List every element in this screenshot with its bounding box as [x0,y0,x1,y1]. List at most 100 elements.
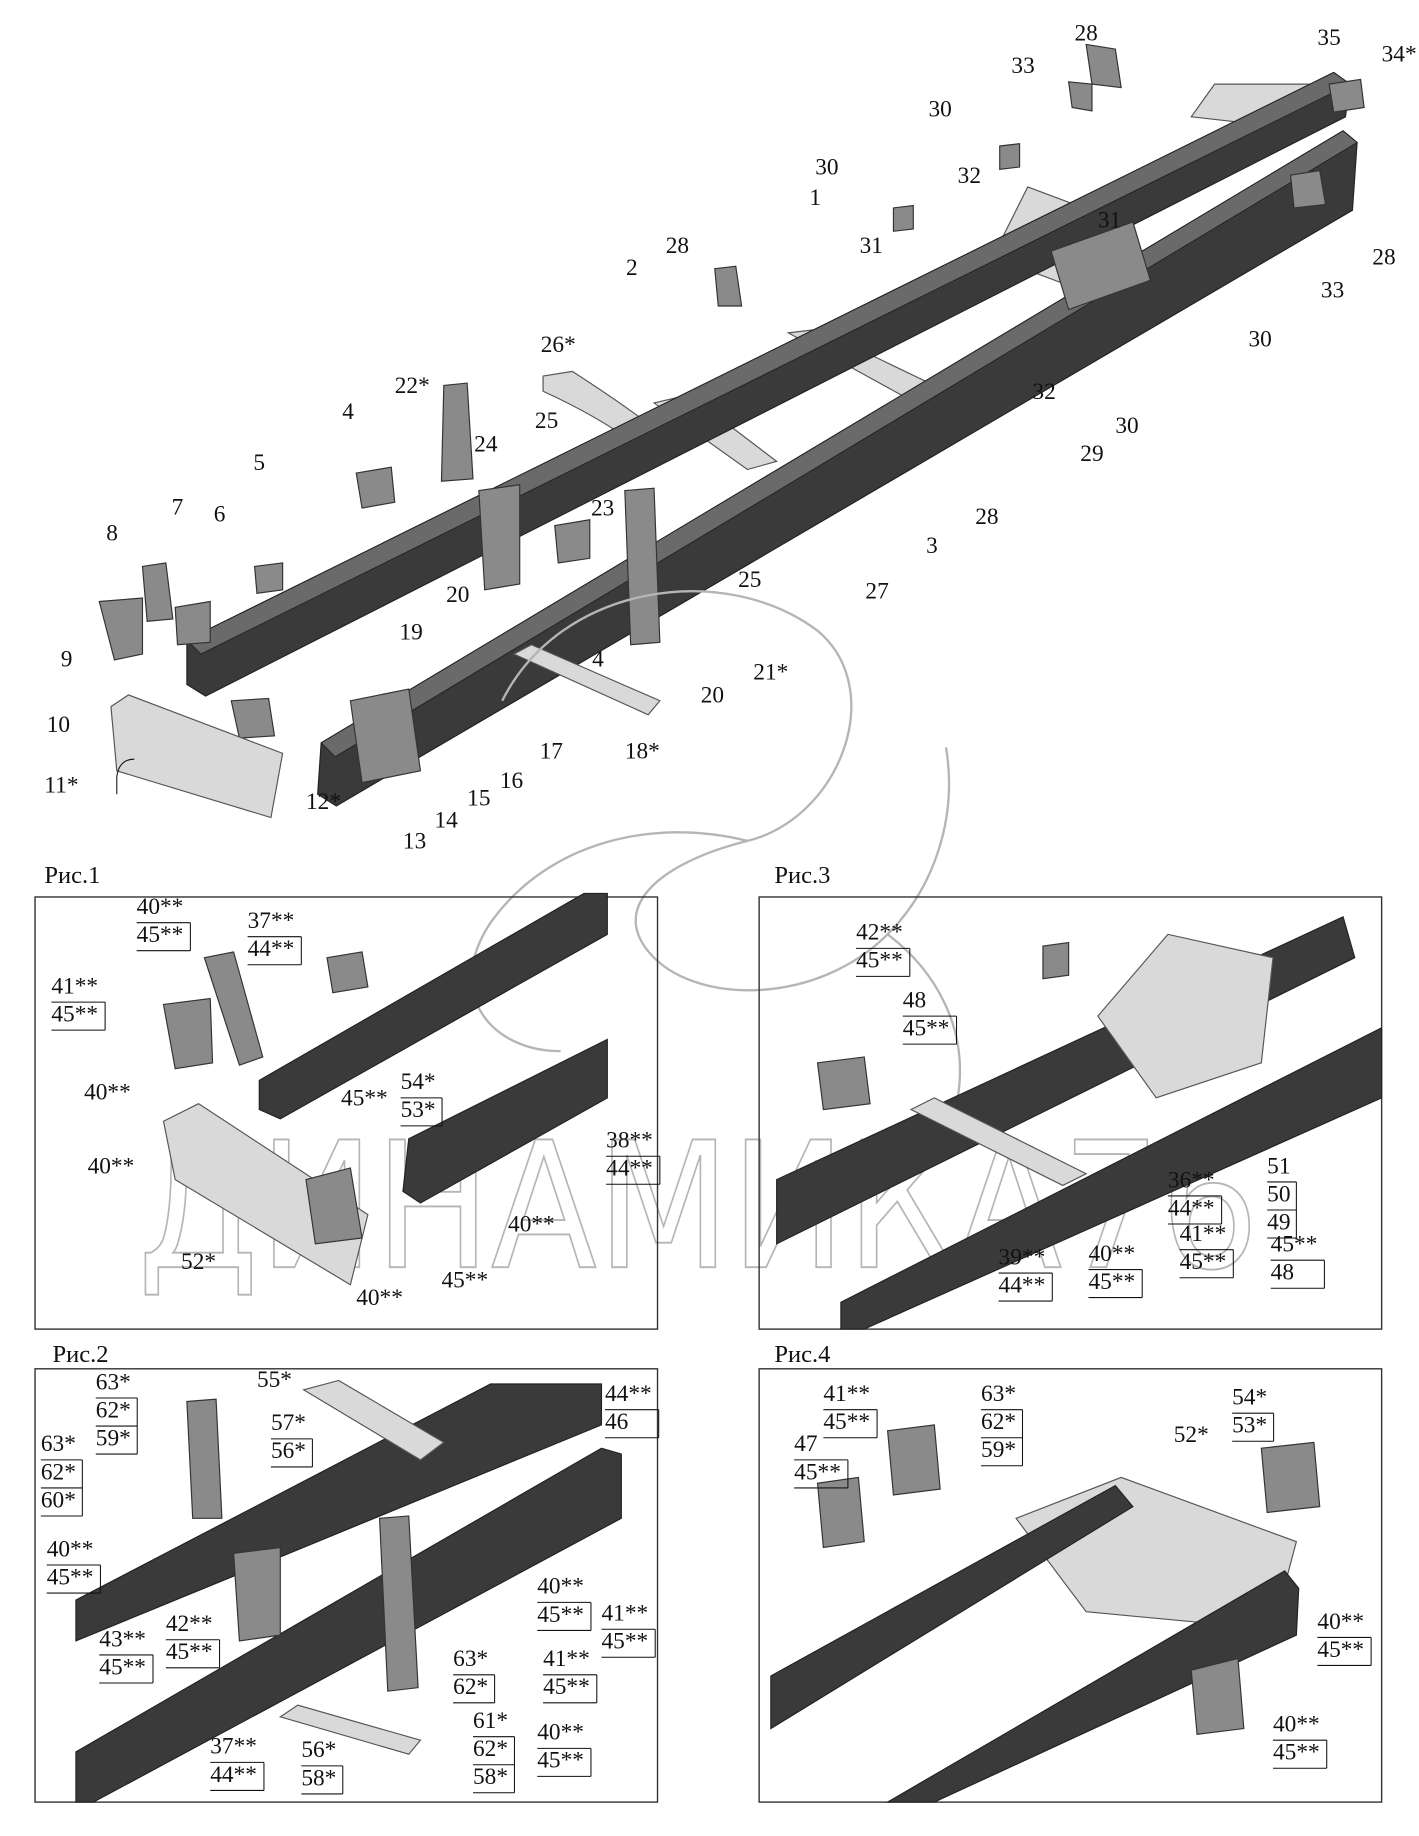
callout-stack: 45**48 [1271,1232,1325,1289]
callout-label: 40** [537,1574,584,1600]
bracket-33 [1067,81,1093,112]
figure-4-caption: Рис.4 [774,1341,830,1368]
callout-label: 31 [860,233,883,259]
bracket-5 [253,562,284,594]
callout-label: 25 [738,567,761,593]
callout-stack: 63*62*59* [96,1369,138,1455]
fig4-bracket-b [816,1476,865,1549]
callout-label: 40** [137,894,184,920]
callout-label: 41** [601,1601,648,1627]
callout-label: 40** [508,1212,555,1238]
callout-label: 57* [271,1410,306,1436]
callout-stack: 41**45** [1180,1221,1234,1279]
callout-label: 6 [214,502,226,528]
fig4-bracket-d [1190,1657,1245,1736]
callout-stack: 52* [181,1249,216,1275]
callout-stack: 45** [441,1268,488,1294]
figure-2-caption: Рис.2 [53,1341,109,1368]
callout-label: 60* [41,1487,76,1513]
callout-label: 43** [99,1626,146,1652]
callout-label: 45** [601,1629,648,1655]
callout-label: 53* [401,1097,436,1123]
callout-label: 58* [301,1765,336,1791]
callout-label: 44** [605,1381,652,1407]
callout-label: 44** [210,1762,257,1788]
callout-stack: 40**45** [1317,1609,1372,1666]
callout-label: 40** [1273,1712,1320,1738]
callout-label: 40** [88,1153,135,1179]
plate-30b [892,204,914,232]
callout-label: 49 [1267,1209,1290,1235]
callout-label: 5 [253,450,265,476]
fig4-bracket-a [886,1424,941,1496]
callout-stack: 63*62*59* [981,1381,1024,1467]
callout-label: 45** [341,1086,388,1112]
figure-1: Рис.1 [34,862,659,1330]
callout-label: 4 [592,646,604,672]
callout-label: 45** [47,1564,94,1590]
bracket-6 [174,600,211,646]
callout-label: 62* [473,1736,508,1762]
fig1-bracket-c [326,951,369,994]
callout-label: 45** [537,1748,584,1774]
callout-label: 51 [1267,1153,1290,1179]
callout-label: 40** [356,1285,403,1311]
bracket-28c [1289,169,1327,209]
callout-label: 53* [1232,1413,1267,1439]
callout-label: 28 [1372,245,1395,271]
left-rail-flange [186,71,1351,655]
callout-stack: 61*62*58* [473,1708,515,1794]
callout-label: 44** [1168,1195,1215,1221]
callout-label: 40** [1088,1241,1135,1267]
callout-stack: 40**45** [136,894,191,952]
callout-label: 45** [1088,1269,1135,1295]
callout-label: 28 [1074,20,1097,46]
callout-label: 54* [401,1069,436,1095]
callout-label: 41** [1180,1221,1227,1247]
callout-label: 48 [1271,1260,1294,1286]
callout-label: 31 [1098,207,1121,233]
callout-label: 21* [753,659,788,685]
callout-label: 10 [47,712,70,738]
callout-label: 45** [1180,1249,1227,1275]
callout-stack: 63*62* [453,1646,496,1704]
figure-3: Рис.3 [758,862,1383,1330]
callout-stack: 54*53* [1232,1385,1275,1442]
callout-label: 63* [453,1646,488,1672]
callout-stack: 41**45** [51,973,106,1031]
figure-3-caption: Рис.3 [774,862,830,889]
callout-label: 30 [928,96,951,122]
callout-label: 41** [823,1381,870,1407]
figure-2: Рис.2 [34,1341,659,1803]
callout-label: 3 [926,533,938,559]
callout-label: 32 [958,163,981,189]
bracket-4 [355,466,396,509]
fig1-bracket-a [162,997,214,1070]
callout-label: 14 [434,808,458,834]
callout-label: 40** [47,1536,94,1562]
callout-stack: 52* [1174,1422,1209,1448]
callout-label: 41** [543,1646,590,1672]
callout-label: 17 [540,739,563,765]
fig2-cross [302,1379,445,1461]
fig1-bracket-d [305,1167,363,1245]
plate-34 [1328,78,1365,113]
callout-stack: 37**44** [247,908,302,966]
callout-label: 32 [1032,379,1055,405]
callout-label: 39** [999,1244,1046,1270]
callout-label: 59* [96,1425,131,1451]
callout-label: 42** [166,1611,213,1637]
callout-stack: 40** [356,1285,403,1311]
callout-label: 40** [537,1720,584,1746]
plate-30a [999,143,1021,171]
callout-stack: 40**45** [537,1574,592,1631]
callout-label: 23 [591,496,614,522]
tow-hook-assembly [349,688,422,784]
callout-label: 41** [51,973,98,999]
callout-label: 45** [543,1674,590,1700]
callout-label: 44** [999,1272,1046,1298]
